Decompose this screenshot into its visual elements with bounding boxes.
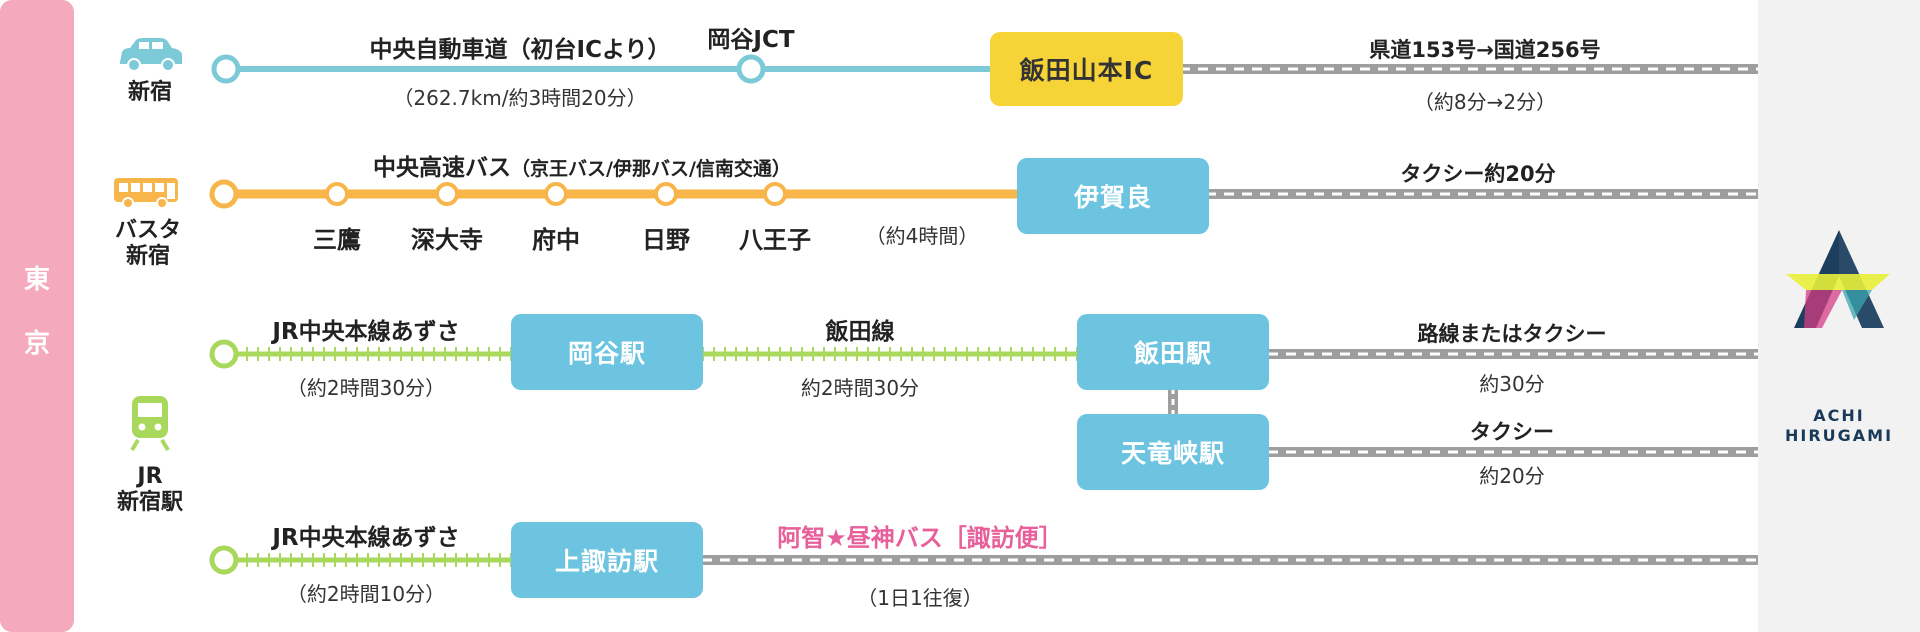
station-okaya: 岡谷駅 (511, 314, 703, 390)
bus-stop-label: 八王子 (739, 226, 811, 254)
bus-stop-label: 日野 (642, 226, 690, 254)
iida-after-time: 約30分 (1479, 372, 1545, 396)
bus-stop-node (544, 182, 568, 206)
train-icon (130, 396, 170, 452)
bus-origin-node (209, 179, 239, 209)
bus-origin-line1: バスタ (114, 218, 182, 243)
rail1-line-label: JR中央本線あずさ (272, 319, 460, 345)
car-road-label: 中央自動車道（初台ICより） (369, 37, 671, 63)
logo-wordmark: ACHI HIRUGAMI (1758, 406, 1920, 446)
bus-icon (114, 178, 178, 209)
bus-stop-node (325, 182, 349, 206)
bus-operators: （京王バス/伊那バス/信南交通） (511, 158, 791, 180)
bus-origin-label: バスタ 新宿 (115, 218, 181, 270)
car-jct-node (736, 54, 766, 84)
rail2-line-label: 飯田線 (825, 319, 895, 345)
iida-after-route: 路線またはタクシー (1417, 322, 1607, 346)
car-origin-node (211, 54, 241, 84)
dest-igara: 伊賀良 (1017, 158, 1209, 234)
station-tenryukyo: 天竜峡駅 (1077, 414, 1269, 490)
logo-panel (1758, 0, 1920, 632)
car-after-time: （約8分→2分） (1413, 90, 1557, 114)
car-jct-label: 岡谷JCT (707, 27, 795, 53)
logo-line1: ACHI (1813, 406, 1865, 425)
tenryukyo-after-time: 約20分 (1479, 464, 1545, 488)
origin-tokyo-bar (0, 0, 74, 632)
rail3-line-label: JR中央本線あずさ (272, 525, 460, 551)
bus-after-route: タクシー約20分 (1400, 162, 1556, 186)
bus-origin-line2: 新宿 (125, 244, 171, 269)
station-kamisuwa: 上諏訪駅 (511, 522, 703, 598)
logo-line2: HIRUGAMI (1784, 426, 1894, 445)
origin-tokyo-label: 東 京 (0, 248, 74, 376)
bus-stop-node (654, 182, 678, 206)
rail3-origin-node (209, 545, 239, 575)
bus-stop-label: 深大寺 (411, 226, 483, 254)
rail1-origin-node (209, 339, 239, 369)
origin-char-1: 東 (23, 265, 50, 295)
bus-stop-node (435, 182, 459, 206)
car-distance-time: （262.7km/約3時間20分） (393, 86, 647, 110)
rail1-time: （約2時間30分） (286, 376, 446, 400)
bus-duration: （約4時間） (865, 224, 979, 248)
rail2-time: 約2時間30分 (800, 376, 920, 400)
train-origin-line1: JR (137, 464, 163, 489)
dest-iida-yamamoto-ic: 飯田山本IC (990, 32, 1183, 106)
bus-stop-label: 三鷹 (313, 226, 361, 254)
bus-stop-label: 府中 (532, 226, 580, 254)
suwa-bus-label: 阿智★昼神バス［諏訪便］ (777, 524, 1063, 552)
car-after-route: 県道153号→国道256号 (1369, 38, 1601, 62)
bus-line-name: 中央高速バス (373, 155, 511, 181)
rail3-time: （約2時間10分） (286, 582, 446, 606)
bus-line-label: 中央高速バス（京王バス/伊那バス/信南交通） (373, 148, 791, 182)
bus-stop-node (763, 182, 787, 206)
station-iida: 飯田駅 (1077, 314, 1269, 390)
origin-char-2: 京 (23, 329, 50, 359)
tenryukyo-after-route: タクシー (1470, 420, 1554, 444)
train-origin-line2: 新宿駅 (116, 490, 184, 515)
car-icon (120, 38, 182, 72)
suwa-bus-frequency: （1日1往復） (857, 586, 983, 610)
car-origin-label: 新宿 (127, 80, 173, 105)
achi-hirugami-logo (1786, 230, 1890, 328)
train-origin-label: JR 新宿駅 (117, 464, 183, 516)
